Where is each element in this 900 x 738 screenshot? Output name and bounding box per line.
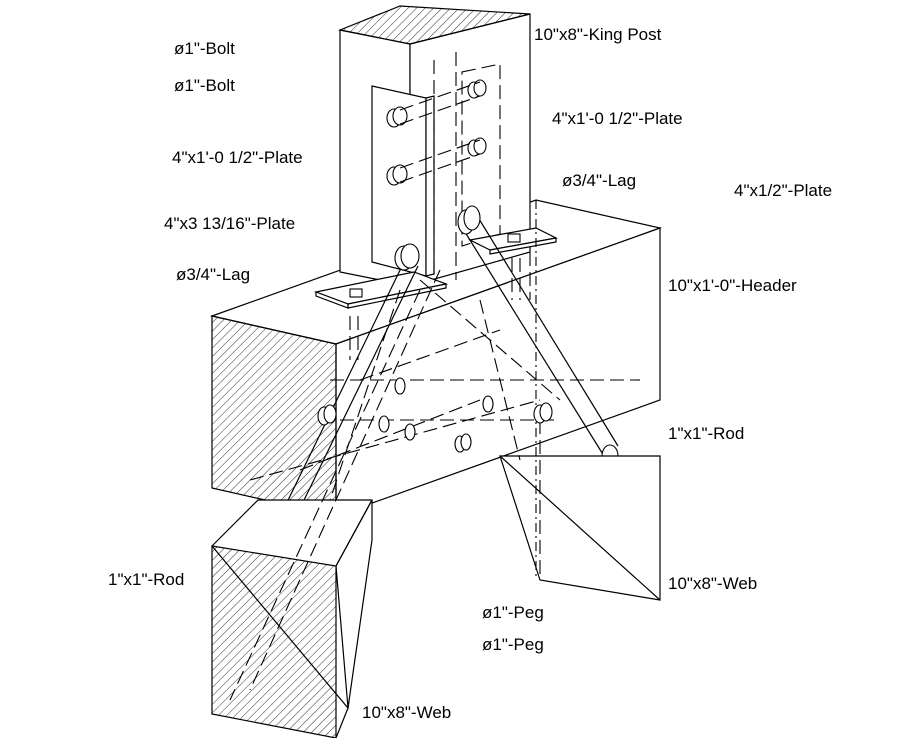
bolt-shanks-hidden (399, 52, 481, 280)
label-rod-left: 1"x1"-Rod (108, 570, 184, 589)
peg-icon (394, 377, 406, 395)
label-rod-right: 1"x1"-Rod (668, 424, 744, 443)
label-header: 10"x1'-0"-Header (668, 276, 797, 295)
label-lag-right: ø3/4"-Lag (562, 171, 636, 190)
bolt-icon (392, 106, 408, 126)
peg-icon (482, 395, 494, 413)
label-peg-1: ø1"-Peg (482, 603, 544, 622)
web-bottom (211, 499, 373, 738)
web-bottom-end-face (211, 545, 337, 738)
peg-icon (460, 433, 472, 451)
hidden-lines (229, 200, 640, 701)
peg-icon (323, 404, 337, 424)
label-peg-2: ø1"-Peg (482, 635, 544, 654)
label-web-bottom: 10"x8"-Web (362, 703, 451, 722)
label-plate-right: 4"x1'-0 1/2"-Plate (552, 109, 683, 128)
king-post-top-face (337, 5, 531, 45)
peg-icon (539, 402, 553, 422)
label-lag-left: ø3/4"-Lag (176, 265, 250, 284)
label-bolt-1: ø1"-Bolt (174, 39, 235, 58)
lag-head-icon (349, 288, 363, 298)
seat-plate-left (313, 271, 449, 309)
pegs (317, 377, 553, 453)
label-plate-half: 4"x1/2"-Plate (734, 181, 832, 200)
label-king-post: 10"x8"-King Post (534, 25, 662, 44)
label-web-right: 10"x8"-Web (668, 574, 757, 593)
peg-icon (378, 415, 390, 433)
seat-plate-right (468, 227, 558, 255)
label-plate-left: 4"x1'-0 1/2"-Plate (172, 148, 303, 167)
lag-shanks-hidden (349, 258, 521, 360)
web-right (499, 420, 661, 601)
bolt-icon (392, 164, 408, 184)
peg-icon (404, 423, 416, 441)
bolt-heads (386, 79, 487, 186)
header-end-face (211, 315, 337, 517)
label-plate-small: 4"x3 13/16"-Plate (164, 214, 295, 233)
lag-head-icon (507, 233, 521, 243)
labels: 10"x8"-King Post ø1"-Bolt ø1"-Bolt 4"x1'… (108, 25, 832, 722)
label-bolt-2: ø1"-Bolt (174, 76, 235, 95)
